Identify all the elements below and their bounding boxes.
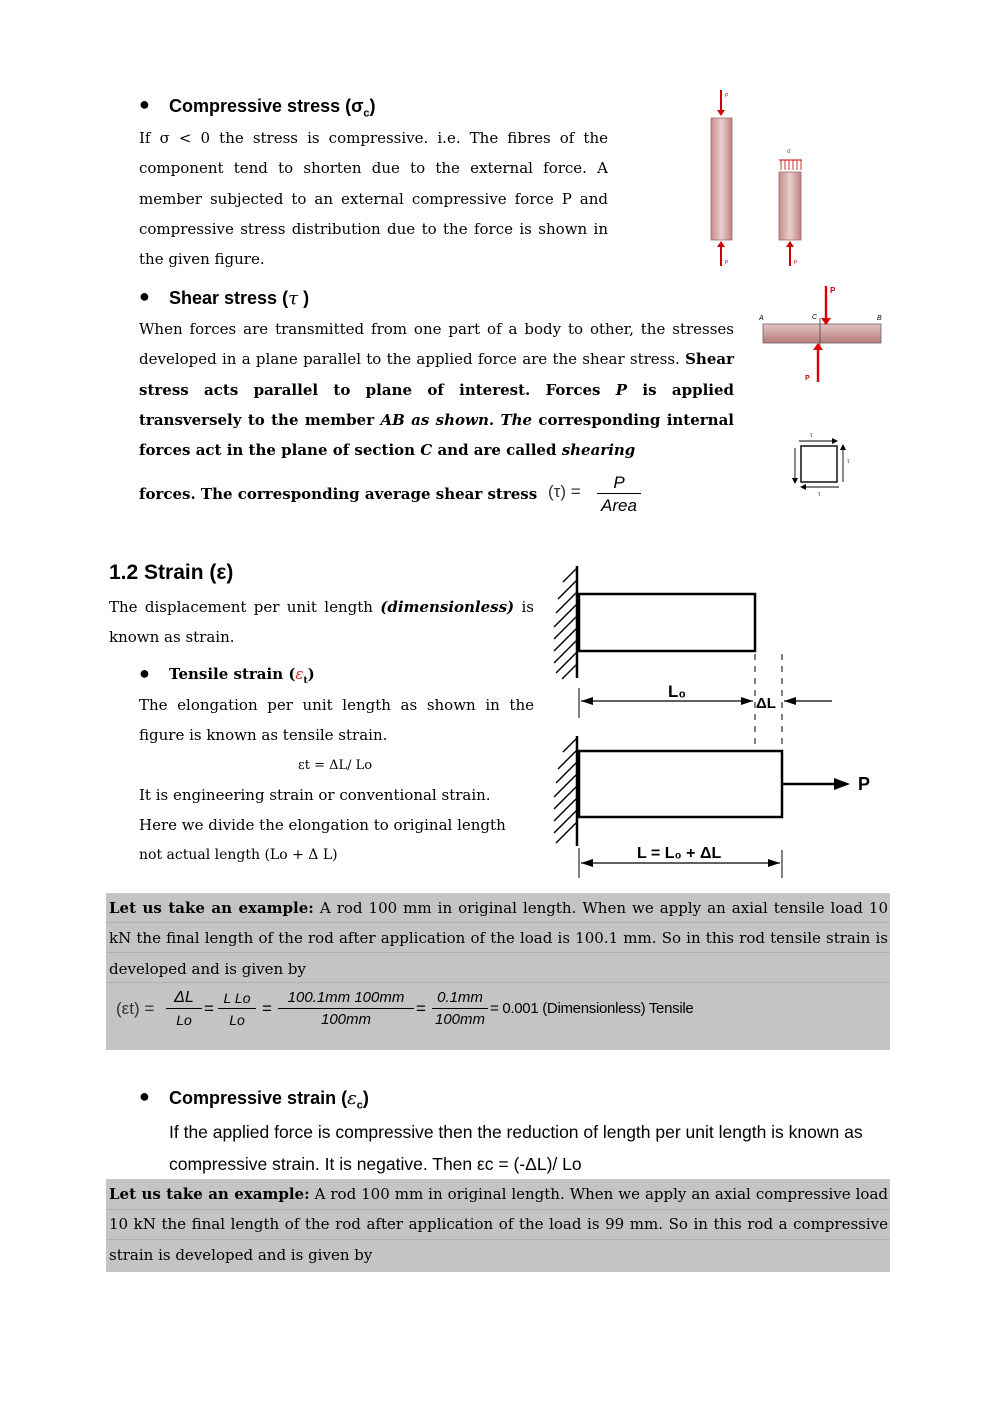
- section-heading-strain: 1.2 Strain (ε): [109, 561, 234, 584]
- label-l-equation: L = L₀ + ΔL: [637, 845, 721, 862]
- label-bottom-left-p: P: [725, 260, 729, 266]
- label-tau-top: τ: [810, 433, 813, 439]
- label-b: B: [877, 315, 882, 322]
- tensile-strain-line3: Here we divide the elongation to origina…: [139, 816, 506, 834]
- label-delta-l: ΔL: [756, 695, 776, 712]
- bullet-compressive-strain: ●: [139, 1086, 150, 1106]
- label-tau-bottom: τ: [818, 492, 821, 498]
- shear-element-figure: τ τ τ: [792, 433, 850, 498]
- example1-text: Let us take an example: A rod 100 mm in …: [109, 899, 889, 978]
- strain-intro: The displacement per unit length (dimens…: [109, 598, 535, 647]
- shear-stress-body: When forces are transmitted from one par…: [139, 320, 735, 460]
- label-p-bottom: P: [805, 375, 810, 382]
- compressive-strain-body: If the applied force is compressive then…: [169, 1122, 863, 1174]
- shear-element-square: [800, 445, 838, 483]
- compressive-stress-figure: P P σ P: [710, 90, 802, 266]
- heading-shear-stress: Shear stress (τ ): [169, 288, 310, 309]
- label-tau-right: τ: [847, 459, 850, 465]
- label-sigma: σ: [787, 149, 791, 155]
- beam-ab: [762, 323, 882, 344]
- example2-text: Let us take an example: A rod 100 mm in …: [109, 1185, 889, 1264]
- tensile-strain-line4: not actual length (Lo + Δ L): [139, 847, 338, 863]
- example1-equation: (εt) = ΔL Lo = L Lo Lo = 100.1mm 100mm 1…: [116, 989, 694, 1028]
- heading-tensile-strain: Tensile strain (εt): [169, 665, 315, 686]
- label-top-p: P: [725, 93, 729, 99]
- label-p-top: P: [830, 286, 836, 295]
- bar-original: [577, 592, 757, 653]
- label-bottom-right-p: P: [794, 260, 798, 266]
- label-c: C: [812, 314, 818, 321]
- shear-formula-line: forces. The corresponding average shear …: [139, 472, 739, 520]
- shear-beam-figure: P P A C B: [758, 286, 882, 382]
- label-a: A: [758, 315, 764, 322]
- label-l0: L₀: [668, 682, 686, 701]
- label-p-force: P: [858, 774, 870, 794]
- bullet-shear-stress: ●: [139, 286, 150, 306]
- compression-rod-tall: [710, 117, 733, 241]
- bar-elongated: [577, 749, 784, 819]
- bullet-tensile-strain: ●: [139, 663, 150, 683]
- heading-compressive-stress: Compressive stress (σc): [169, 96, 376, 120]
- tensile-strain-formula: εt = ΔL/ Lo: [298, 758, 373, 773]
- tensile-strain-line2: It is engineering strain or conventional…: [139, 786, 491, 804]
- compressive-stress-body: If σ < 0 the stress is compressive. i.e.…: [139, 129, 608, 269]
- heading-compressive-strain: Compressive strain (εc): [169, 1088, 369, 1112]
- compression-rod-short: [778, 171, 802, 241]
- tensile-strain-body: The elongation per unit length as shown …: [139, 696, 534, 745]
- example1-box: Let us take an example: A rod 100 mm in …: [106, 893, 890, 1050]
- bullet-compressive-stress: ●: [139, 94, 150, 114]
- example2-box: Let us take an example: A rod 100 mm in …: [106, 1179, 890, 1272]
- strain-bar-figure: L₀ ΔL P L = L₀ + ΔL: [553, 566, 870, 878]
